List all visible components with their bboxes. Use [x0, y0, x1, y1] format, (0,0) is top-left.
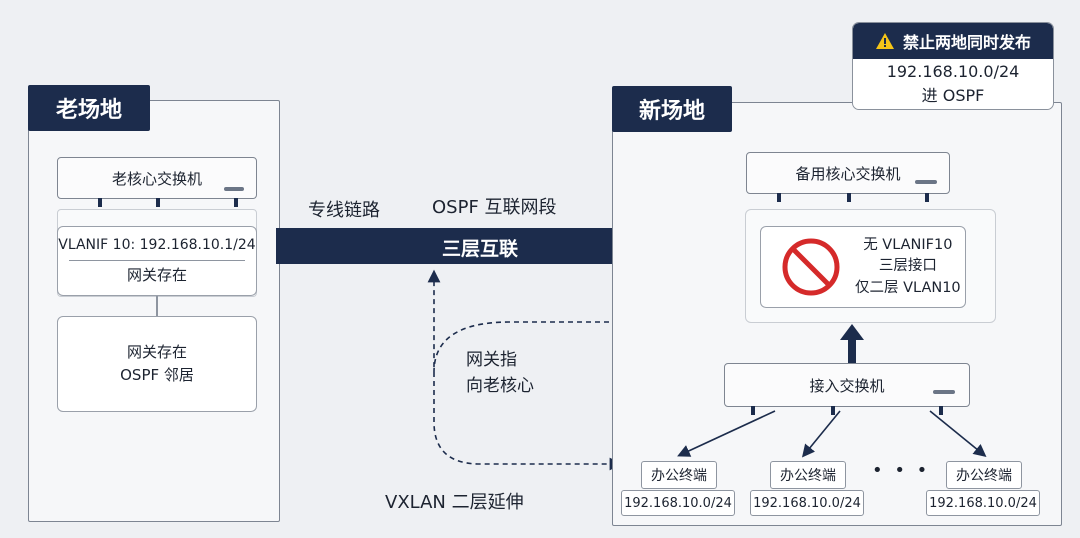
office-terminal-1[interactable]: 办公终端 [641, 461, 717, 489]
gateway-dashed-path [427, 269, 780, 471]
backup-core-switch[interactable]: 备用核心交换机 [746, 152, 950, 202]
warning-into-ospf: 进 OSPF [921, 86, 985, 105]
switch-port-icon [777, 193, 781, 202]
terminal-ip-text: 192.168.10.0/24 [624, 495, 732, 511]
vxlan-label: VXLAN 二层延伸 [385, 492, 524, 513]
switch-led-icon [915, 180, 937, 184]
l2-only-line: 仅二层 VLAN10 [855, 279, 961, 296]
warning-header: 禁止两地同时发布 [853, 23, 1053, 59]
gateway-status-card: 网关存在 OSPF 邻居 [57, 316, 257, 412]
no-vlanif-line: 无 VLANIF10 [863, 237, 953, 254]
terminal-label: 办公终端 [780, 468, 836, 484]
terminal-label: 办公终端 [956, 468, 1012, 484]
switch-port-icon [925, 193, 929, 202]
terminal-ip-2: 192.168.10.0/24 [750, 490, 864, 516]
fanout-line-3 [929, 410, 987, 458]
gateway-exists-label: 网关存在 [126, 265, 187, 284]
access-switch[interactable]: 接入交换机 [724, 363, 970, 415]
l3-interconnect-label: 三层互联 [442, 238, 519, 260]
forbidden-icon [782, 238, 840, 296]
warning-icon [875, 33, 894, 49]
gateway-note-line1: 网关指 [466, 350, 517, 370]
uplink-arrow [840, 324, 864, 364]
office-terminal-2[interactable]: 办公终端 [770, 461, 846, 489]
office-terminal-3[interactable]: 办公终端 [946, 461, 1022, 489]
vlanif-line: VLANIF 10: 192.168.10.1/24 [58, 237, 256, 254]
access-switch-label: 接入交换机 [809, 376, 885, 395]
ospf-segment-label: OSPF 互联网段 [432, 197, 557, 218]
terminal-ip-1: 192.168.10.0/24 [621, 490, 735, 516]
vlanif-card: VLANIF 10: 192.168.10.1/24 网关存在 [57, 226, 257, 296]
warning-title: 禁止两地同时发布 [902, 33, 1031, 52]
terminal-ip-3: 192.168.10.0/24 [926, 490, 1040, 516]
new-site-title: 新场地 [612, 86, 732, 132]
old-core-switch-label: 老核心交换机 [111, 169, 202, 188]
vxlan-extension-path [433, 372, 623, 471]
switch-led-icon [224, 187, 244, 191]
dedicated-line-label: 专线链路 [308, 200, 380, 221]
fanout-line-1 [677, 410, 776, 457]
switch-led-icon [933, 390, 955, 394]
terminal-ip-text: 192.168.10.0/24 [753, 495, 861, 511]
gateway-note-line2: 向老核心 [466, 375, 534, 396]
switch-port-icon [939, 406, 943, 415]
switch-port-icon [156, 198, 160, 207]
switch-port-icon [98, 198, 102, 207]
gateway-note: 网关指 向老核心 [466, 348, 534, 399]
gateway-exists-text: 网关存在 [126, 342, 187, 361]
no-l3-interface-card: 无 VLANIF10 三层接口 仅二层 VLAN10 [760, 226, 966, 308]
old-site-title: 老场地 [28, 85, 150, 131]
access-fanout [677, 410, 987, 458]
more-terminals-ellipsis: • • • [872, 460, 931, 481]
vertical-connector [156, 296, 158, 316]
switch-port-icon [847, 193, 851, 202]
divider [69, 259, 245, 261]
terminal-ip-text: 192.168.10.0/24 [929, 495, 1037, 511]
switch-port-icon [234, 198, 238, 207]
warning-body: 192.168.10.0/24 进 OSPF [853, 59, 1053, 109]
switch-port-icon [751, 406, 755, 415]
terminal-label: 办公终端 [651, 468, 707, 484]
warning-subnet: 192.168.10.0/24 [886, 62, 1020, 81]
no-l3-text: 无 VLANIF10 三层接口 仅二层 VLAN10 [855, 235, 961, 298]
warning-box: 禁止两地同时发布 192.168.10.0/24 进 OSPF [852, 22, 1054, 110]
fanout-line-2 [801, 410, 841, 458]
switch-port-icon [831, 406, 835, 415]
backup-core-switch-label: 备用核心交换机 [795, 164, 901, 183]
l3-interface-line: 三层接口 [878, 258, 937, 275]
ospf-neighbor-text: OSPF 邻居 [120, 366, 194, 384]
old-core-switch[interactable]: 老核心交换机 [57, 157, 257, 207]
